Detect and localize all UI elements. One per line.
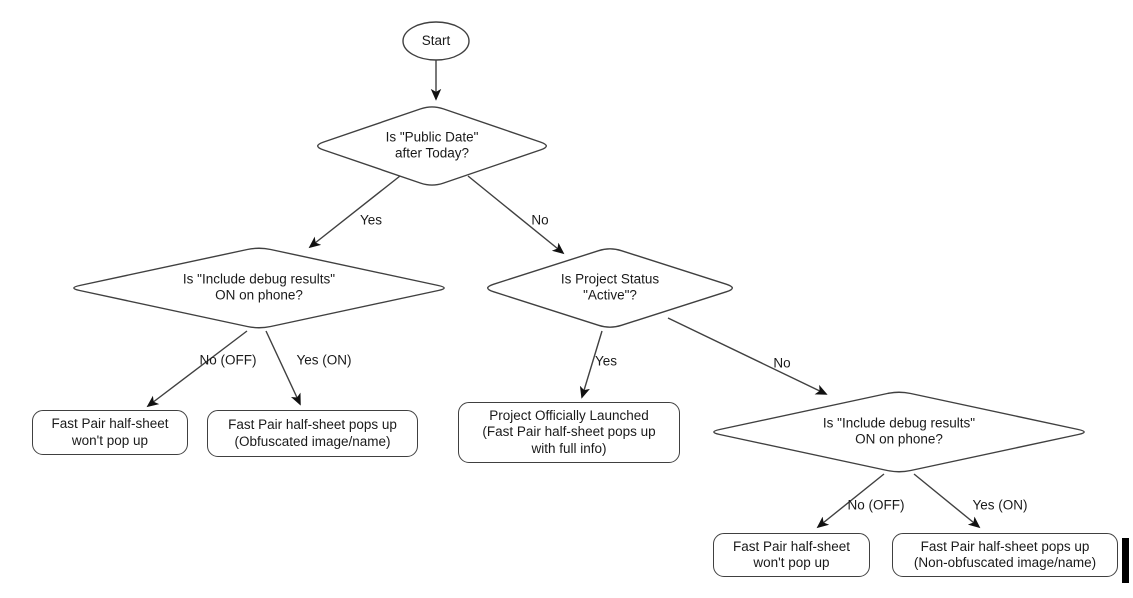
- box-launched: Project Officially Launched (Fast Pair h…: [458, 402, 680, 463]
- edge-public-date-yes: [308, 175, 401, 249]
- edge-label-no-off-right: No (OFF): [847, 497, 905, 513]
- decision-public-date-label: Is "Public Date" after Today?: [385, 129, 479, 161]
- start-node-label: Start: [421, 32, 451, 48]
- text-cursor-bar: [1122, 538, 1129, 583]
- box-non-obfuscated: Fast Pair half-sheet pops up (Non-obfusc…: [892, 533, 1118, 577]
- edge-status-yes: [579, 330, 603, 399]
- decision-project-status-shape: [487, 248, 734, 328]
- edge-public-date-no: [467, 175, 565, 255]
- decision-debug-right-shape: [713, 391, 1085, 473]
- decision-public-date-shape: [317, 106, 548, 186]
- decision-debug-left-label: Is "Include debug results" ON on phone?: [182, 271, 336, 303]
- edge-label-no-off-left: No (OFF): [199, 352, 257, 368]
- decision-debug-left-shape: [73, 247, 445, 329]
- box-wont-pop-up-right: Fast Pair half-sheet won't pop up: [713, 533, 870, 577]
- edge-label-yes-2: Yes: [594, 353, 618, 369]
- decision-project-status-label: Is Project Status "Active"?: [560, 271, 660, 303]
- edge-debug-left-no-off: [146, 330, 248, 408]
- decision-debug-right-label: Is "Include debug results" ON on phone?: [822, 415, 976, 447]
- edge-debug-right-yes-on: [913, 473, 981, 529]
- edge-label-no-1: No: [531, 212, 549, 228]
- edge-debug-right-no-off: [816, 473, 885, 529]
- edge-label-no-2: No: [773, 355, 791, 371]
- edge-label-yes-on-right: Yes (ON): [972, 497, 1028, 513]
- edge-debug-left-yes-on: [265, 330, 301, 406]
- edge-label-yes-1: Yes: [359, 212, 383, 228]
- start-node-shape: [402, 21, 470, 61]
- box-wont-pop-up-left: Fast Pair half-sheet won't pop up: [32, 410, 188, 455]
- edge-status-no: [667, 317, 828, 395]
- box-obfuscated: Fast Pair half-sheet pops up (Obfuscated…: [207, 410, 418, 457]
- edge-label-yes-on-left: Yes (ON): [296, 352, 352, 368]
